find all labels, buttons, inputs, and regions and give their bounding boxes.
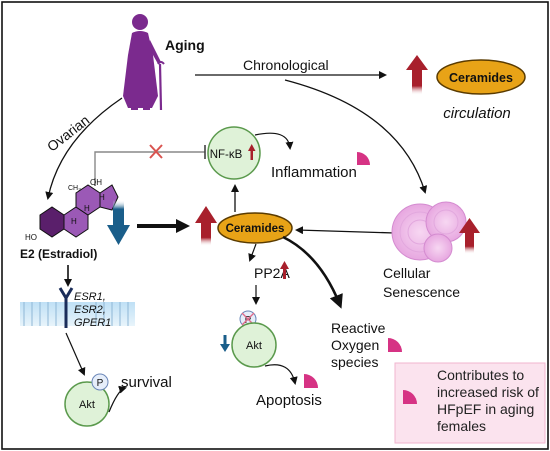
akt-left-label: Akt [79,399,95,411]
nfkb-up-arrow [248,144,256,160]
pp2a-up-arrow [280,261,289,279]
receptor-icon [58,287,74,328]
elderly-woman-icon [123,14,165,111]
apoptosis-marker [304,374,318,388]
ch3-label: CH₃ [68,185,81,192]
ceramides-top-label: Ceramides [449,71,513,85]
akt-to-survival-arrow [108,385,127,413]
gper1-label: GPER1 [74,317,111,329]
e2-down-arrow [107,200,130,245]
inhibition-line [94,151,205,178]
akt-to-apoptosis-arrow [264,364,298,385]
akt-node-center [231,322,277,368]
ceramides-center-label: Ceramides [226,223,285,235]
legend-text: Contributes to increased risk of HFpEF i… [437,367,539,434]
ovarian-arrow [45,97,123,200]
h-label-1: H [71,217,77,226]
cell-membrane [20,302,135,326]
phospho-p-label: P [97,378,104,389]
cellular-label: Cellular [383,265,431,281]
inflammation-label: Inflammation [271,164,357,181]
aging-label: Aging [165,37,205,53]
senescence-to-ceramides-arrow [295,226,396,235]
h-label-3: H [99,193,105,202]
nfkb-label: NF-κB [210,149,243,161]
ceramides-node-center [217,212,293,244]
chronological-label: Chronological [243,57,329,73]
senescence-up-arrow [459,218,480,254]
oh-label: OH [90,178,102,187]
nfkb-to-inflammation-arrow [254,132,294,150]
senescent-cells-icon [391,201,467,263]
ros-marker [388,338,402,352]
akt-down-arrow [220,335,230,352]
ceramides-to-ros-arrow [282,235,343,309]
e2-label: E2 (Estradiol) [20,247,97,261]
ceramides-up-arrow-center [195,206,217,246]
akt-node-left [64,381,110,427]
legend-box [394,362,546,444]
phospho-p-label-removed: P [245,315,252,326]
aging-to-senescence-arrow [284,79,428,194]
ceramides-node-top [436,59,526,95]
oxygen-label: Oxygen [331,337,379,353]
esr1-label: ESR1, [74,291,106,303]
nfkb-node [207,126,261,180]
phospho-bubble [91,373,109,391]
receptor-to-akt-arrow [65,332,86,376]
ceramides-to-pp2a-arrow [248,243,257,262]
species-label: species [331,354,378,370]
apoptosis-label: Apoptosis [256,392,322,409]
senescence-label: Senescence [383,284,460,300]
ceramides-up-arrow-top [406,55,428,95]
h-label-2: H [84,204,90,213]
legend-marker [403,390,417,404]
survival-label: survival [121,374,172,391]
akt-center-label: Akt [246,340,262,352]
circulation-label: circulation [443,105,511,122]
ho-label: HO [25,233,37,242]
inflammation-marker [357,152,370,165]
inhibition-x-icon [149,144,163,159]
reactive-label: Reactive [331,320,386,336]
esr2-label: ESR2, [74,304,106,316]
estradiol-molecule-icon [39,178,119,238]
